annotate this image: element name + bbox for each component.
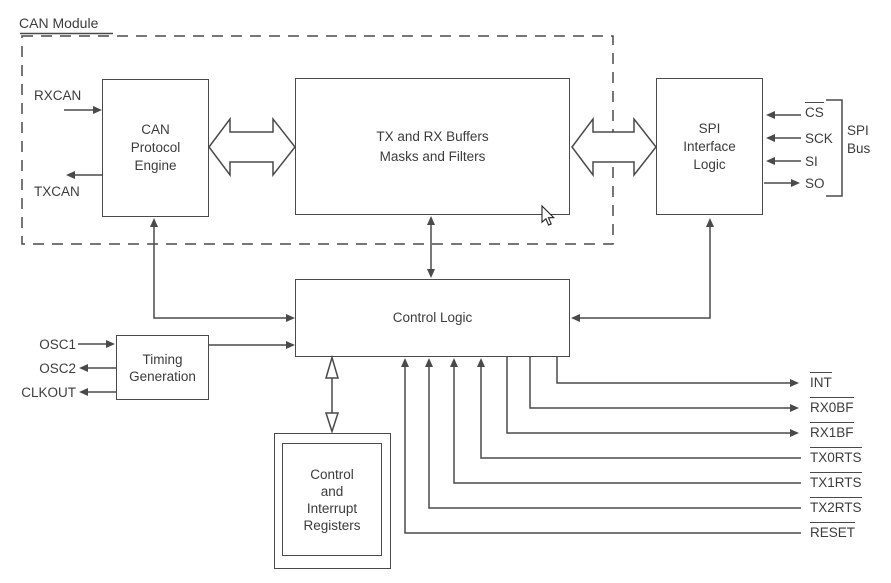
tx2rts-wire [428,365,801,509]
tx0rts-wire [480,365,801,459]
int-wire [556,356,790,384]
tx1rts-wire [453,365,801,484]
rx0bf-arrowhead [790,404,799,412]
osc2-arrowhead [79,364,88,372]
int-arrowhead [790,379,799,387]
control-left-in-arrowhead [286,314,295,322]
rx1bf-label: RX1BF [810,422,854,440]
reset-label: RESET [810,522,856,540]
can-module-label: CAN Module [19,15,99,31]
timing-in-arrowhead [286,341,295,349]
control-interrupt-registers-box: Control and Interrupt Registers [274,433,391,569]
control-registers-down-arrowhead [324,412,340,434]
engine-buffers-double-arrow [208,116,296,178]
rxcan-arrowhead [93,106,102,114]
cs-arrowhead [766,111,775,119]
sck-arrowhead [766,134,775,142]
tx0rts-label: TX0RTS [810,447,862,465]
osc1-label: OSC1 [39,337,76,352]
rx0bf-wire [529,356,790,409]
rxcan-label: RXCAN [34,88,82,103]
clkout-arrowhead [79,388,88,396]
control-interrupt-registers-inner-box: Control and Interrupt Registers [282,443,382,556]
timing-generation-box: Timing Generation [116,335,209,400]
txcan-label: TXCAN [34,184,80,199]
reset-wire [404,365,801,534]
buffers-spi-double-arrow [571,116,657,178]
si-label: SI [805,154,818,169]
tx-rx-buffers-box: TX and RX Buffers Masks and Filters [295,78,570,215]
buffers-up-arrowhead [427,216,435,225]
control-registers-up-arrowhead [324,354,340,379]
control-right-in-arrowhead [571,314,580,322]
sck-label: SCK [805,131,833,146]
tx1rts-label: TX1RTS [810,472,862,490]
tx0rts-arrowhead [477,358,485,367]
rx1bf-arrowhead [790,429,799,437]
spi-bus-label: SPI Bus [847,123,871,156]
engine-control-wire [153,226,287,319]
rx0bf-label: RX0BF [810,397,854,415]
so-arrowhead [791,179,800,187]
osc1-arrowhead [106,340,115,348]
can-protocol-engine-box: CAN Protocol Engine [102,79,209,217]
tx2rts-label: TX2RTS [810,497,862,515]
reset-arrowhead [401,358,409,367]
rx1bf-wire [506,356,790,434]
clkout-label: CLKOUT [21,385,76,400]
control-down-arrowhead [427,269,435,278]
tx1rts-arrowhead [450,358,458,367]
cs-label: CS [805,102,824,120]
spi-control-wire [579,226,711,319]
spi-interface-logic-box: SPI Interface Logic [656,78,763,215]
spi-up-arrowhead [706,218,714,227]
int-label: INT [810,372,832,390]
txcan-arrowhead [66,171,75,179]
tx2rts-arrowhead [425,358,433,367]
spi-bus-bracket [826,99,843,197]
engine-up-arrowhead [150,218,158,227]
osc2-label: OSC2 [39,361,76,376]
so-label: SO [805,176,825,191]
si-arrowhead [766,157,775,165]
control-logic-box: Control Logic [295,279,570,357]
